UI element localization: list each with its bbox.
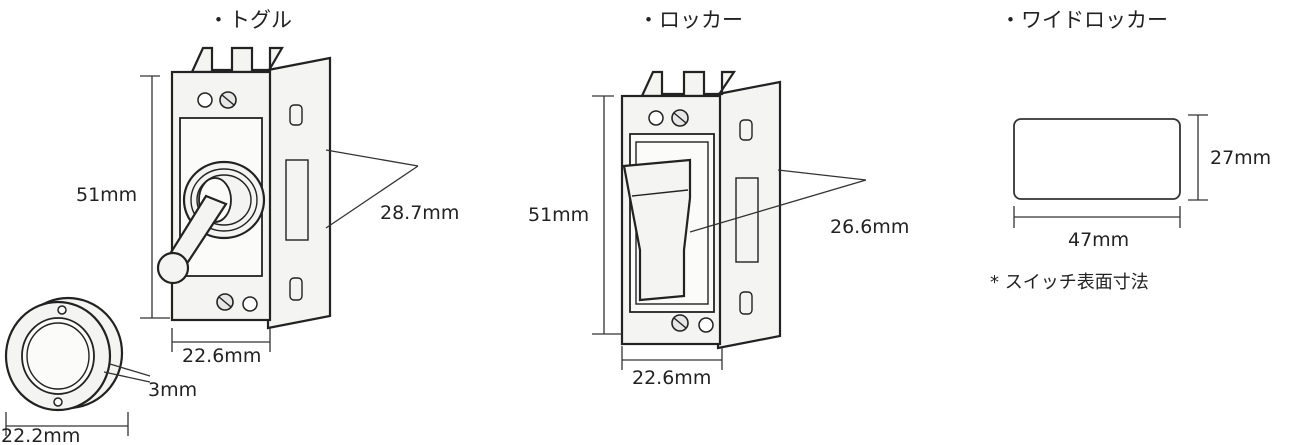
- rocker-side-window: [735, 177, 759, 263]
- wide-rocker-note: * スイッチ表面寸法: [990, 272, 1149, 293]
- toggle-switch-drawing: 51mm 22.6mm 28.7mm: [76, 46, 459, 367]
- rocker-width-label: 22.6mm: [632, 367, 711, 389]
- rocker-screw-top-slot: [673, 112, 687, 124]
- toggle-side-slot-top: [289, 104, 303, 126]
- ring-diameter-label: 22.2mm: [1, 425, 80, 445]
- ring-nut-hole-bottom: [53, 397, 63, 407]
- rocker-side-slot-bottom: [739, 291, 753, 315]
- title-toggle: ・トグル: [208, 8, 292, 32]
- toggle-lever: [168, 194, 228, 264]
- ring-thickness-line-a: [103, 371, 151, 383]
- toggle-height-label: 51mm: [76, 184, 137, 206]
- rocker-side-slot-top: [739, 119, 753, 141]
- rocker-screw-bottom-slot: [673, 317, 687, 329]
- rocker-height-label: 51mm: [528, 204, 589, 226]
- toggle-depth-line-bottom: [325, 165, 419, 229]
- toggle-side-panel: [266, 56, 332, 330]
- toggle-depth-label: 28.7mm: [380, 202, 459, 224]
- toggle-depth-line-top: [325, 149, 419, 167]
- toggle-hole-top: [197, 92, 213, 108]
- rocker-top-tabs: [640, 70, 737, 98]
- rocker-switch-drawing: 51mm 22.6mm 26.6mm: [528, 70, 909, 389]
- toggle-bushing-thread-1: [190, 168, 258, 232]
- toggle-width-label: 22.6mm: [182, 345, 261, 367]
- toggle-top-tabs: [190, 46, 284, 74]
- toggle-hole-bottom: [242, 296, 258, 312]
- rocker-paddle-edge: [631, 189, 689, 197]
- ring-thickness-label: 3mm: [148, 379, 197, 401]
- rocker-depth-line-top: [777, 169, 867, 181]
- toggle-side-slot-bottom: [289, 277, 303, 301]
- ring-nut-bore: [21, 317, 95, 395]
- toggle-screw-top-slot: [221, 94, 235, 106]
- toggle-lever-ball: [156, 251, 190, 285]
- wide-rocker-height-label: 27mm: [1210, 147, 1271, 169]
- toggle-bushing-thread-2: [196, 174, 252, 226]
- toggle-screw-bottom-slot: [218, 296, 232, 308]
- rocker-depth-label: 26.6mm: [830, 216, 909, 238]
- toggle-ring-nut-drawing: 3mm 22.2mm: [1, 296, 197, 445]
- ring-nut-thread: [26, 322, 90, 390]
- wide-rocker-width-label: 47mm: [1068, 229, 1129, 251]
- title-wide-rocker: ・ワイドロッカー: [1000, 8, 1168, 32]
- rocker-hole-top: [648, 110, 664, 126]
- toggle-side-window: [285, 159, 309, 241]
- ring-nut-hole-top: [57, 305, 67, 315]
- rocker-depth-line-bottom: [689, 179, 867, 233]
- ring-thickness-line-b: [109, 363, 151, 377]
- rocker-hole-bottom: [698, 317, 714, 333]
- title-rocker: ・ロッカー: [638, 8, 743, 32]
- wide-rocker-face: [1013, 118, 1181, 200]
- wide-rocker-drawing: 27mm 47mm * スイッチ表面寸法: [990, 114, 1271, 293]
